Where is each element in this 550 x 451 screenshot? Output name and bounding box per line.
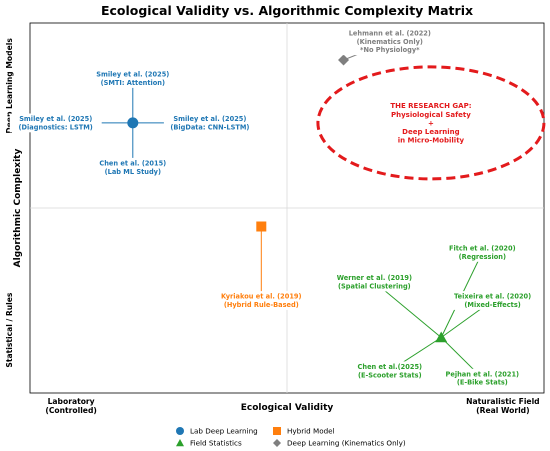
label-background (350, 361, 430, 381)
x-tick-label: Naturalistic Field(Real World) (466, 397, 539, 415)
label-background (211, 291, 312, 310)
label-background (86, 69, 179, 88)
label-background (436, 368, 529, 388)
y-tick-label: Deep Learning Models (5, 38, 14, 134)
x-tick-label: Laboratory(Controlled) (45, 397, 97, 415)
legend-marker (273, 439, 281, 447)
label-background (91, 157, 175, 177)
legend-marker (273, 427, 281, 435)
y-tick-label: Statistical / Rules (5, 292, 14, 368)
study-label: Pejhan et al. (2021)(E-Bike Stats) (446, 370, 520, 386)
legend-marker (176, 439, 184, 447)
y-axis-label: Algorithmic Complexity (13, 149, 23, 268)
group-marker (127, 117, 139, 129)
study-label: Kyriakou et al. (2019)(Hybrid Rule-Based… (221, 293, 301, 309)
group-marker (435, 331, 448, 343)
study-label: Smiley et al. (2025)(Diagnostics: LSTM) (19, 115, 93, 131)
study-label: Lehmann et al. (2022)(Kinematics Only)*N… (349, 29, 431, 54)
label-background (9, 113, 102, 133)
group-marker (338, 54, 350, 66)
label-background (438, 243, 527, 262)
x-axis-label: Ecological Validity (241, 403, 334, 413)
study-label: Smiley et al. (2025)(BigData: CNN-LSTM) (170, 115, 249, 131)
study-label: Smiley et al. (2025)(SMTI: Attention) (96, 71, 169, 87)
label-background (442, 291, 543, 310)
group-marker (256, 221, 267, 232)
legend-label: Lab Deep Learning (190, 427, 258, 436)
chart-title: Ecological Validity vs. Algorithmic Comp… (101, 3, 473, 18)
legend-label: Field Statistics (190, 439, 242, 448)
legend-label: Deep Learning (Kinematics Only) (287, 439, 406, 448)
legend-label: Hybrid Model (287, 427, 335, 436)
legend-marker (176, 427, 184, 435)
label-background (163, 113, 256, 133)
research-gap-ellipse (316, 65, 546, 181)
study-label: Teixeira et al. (2020)(Mixed-Effects) (454, 293, 531, 309)
study-label: Werner et al. (2019)(Spatial Clustering) (337, 274, 412, 290)
research-gap-label: THE RESEARCH GAP:Physiological Safety+De… (390, 102, 471, 144)
label-background (341, 27, 438, 56)
study-label: Chen et al.(2025)(E-Scooter Stats) (358, 363, 423, 379)
study-label: Fitch et al. (2020)(Regression) (449, 245, 516, 261)
study-label: Chen et al. (2015)(Lab ML Study) (99, 159, 166, 175)
label-background (328, 272, 421, 292)
